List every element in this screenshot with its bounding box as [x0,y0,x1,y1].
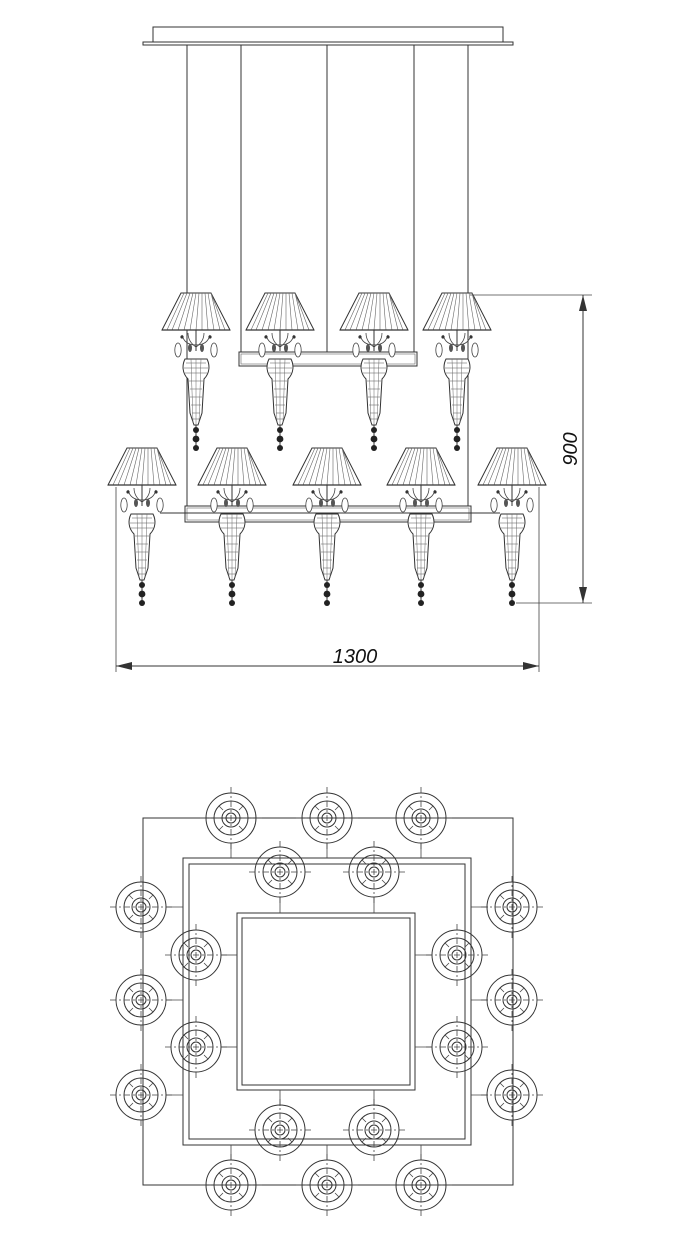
plan-disc-inner-bottom-1 [248,1098,312,1162]
lamp-upper-4 [423,293,491,451]
plan-disc-inner-top-1 [248,840,312,904]
lamp-lower-2 [198,448,266,606]
lamp-lower-5 [478,448,546,606]
plan-view [109,786,544,1217]
plan-outer-frame [142,817,514,1186]
plan-disc-left-1 [109,875,173,939]
plan-disc-right-3 [480,1063,544,1127]
plan-disc-left-2 [109,968,173,1032]
width-dimension: 1300 [115,487,540,672]
lamp-lower-4 [387,448,455,606]
lamp-upper-2 [246,293,314,451]
plan-disc-inner-top-2 [342,840,406,904]
width-dimension-label: 1300 [333,646,378,668]
lamp-upper-1 [162,293,230,451]
height-dimension-label: 900 [560,432,582,465]
plan-disc-inner-right-1 [425,923,489,987]
plan-disc-bottom-1 [199,1153,263,1217]
elevation-view: 900 1300 [108,26,592,672]
suspension-wires [186,45,469,506]
plan-disc-inner-bottom-2 [342,1098,406,1162]
lamp-upper-3 [340,293,408,451]
plan-disc-bottom-2 [295,1153,359,1217]
ceiling-canopy [152,26,504,44]
lamp-lower-3 [293,448,361,606]
plan-disc-inner-left-1 [164,923,228,987]
plan-arms [166,843,488,1160]
plan-disc-top-2 [295,786,359,850]
plan-disc-top-1 [199,786,263,850]
lamp-lower-1 [108,448,176,606]
plan-disc-bottom-3 [389,1153,453,1217]
plan-middle-frame [182,857,472,1146]
plan-disc-right-2 [480,968,544,1032]
plan-canopy-square [236,912,416,1091]
height-dimension: 900 [470,294,592,604]
plan-disc-right-1 [480,875,544,939]
plan-disc-left-3 [109,1063,173,1127]
plan-disc-inner-right-2 [425,1015,489,1079]
plan-disc-top-3 [389,786,453,850]
plan-disc-inner-left-2 [164,1015,228,1079]
